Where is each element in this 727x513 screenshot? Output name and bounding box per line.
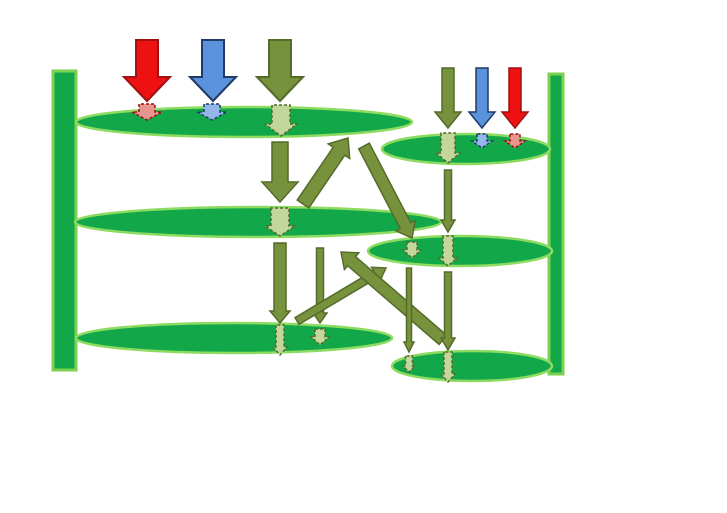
canopy-layers: [73, 105, 554, 383]
dashed-absorption-arrow: [437, 235, 459, 268]
green-input-arrow: [254, 39, 306, 103]
red-absorption-arrow: [131, 103, 163, 121]
green-absorption-arrow: [433, 132, 463, 164]
left-layer-bottom: [74, 321, 394, 355]
left-trunk: [51, 69, 78, 372]
down-transfer-arrow: [402, 267, 416, 354]
up-left-transfer-arrow: [340, 251, 448, 346]
right-layer-middle: [366, 234, 554, 268]
dashed-absorption-arrow: [262, 207, 298, 237]
dashed-absorption-arrow: [401, 241, 423, 260]
dashed-absorption-arrow: [271, 324, 289, 357]
down-transfer-arrow: [260, 141, 300, 204]
green-input-arrow: [433, 67, 463, 130]
red-input-arrow: [500, 67, 530, 130]
green-absorption-arrow: [262, 104, 300, 137]
trunks: [51, 69, 565, 376]
down-transfer-arrow: [439, 169, 457, 234]
blue-absorption-arrow: [196, 103, 228, 121]
red-absorption-arrow: [502, 133, 528, 149]
dashed-absorption-arrow: [439, 351, 457, 384]
up-right-transfer-arrow: [296, 137, 351, 209]
left-layer-top: [74, 105, 414, 139]
blue-input-arrow: [187, 39, 239, 103]
dashed-absorption-arrow: [401, 355, 417, 374]
dashed-absorption-arrow: [309, 328, 331, 347]
blue-input-arrow: [467, 67, 497, 130]
right-layer-bottom: [390, 349, 554, 383]
right-trunk: [547, 72, 565, 376]
down-right-transfer-arrow: [357, 142, 417, 240]
down-transfer-arrow: [439, 271, 457, 352]
left-layer-middle: [73, 205, 443, 239]
red-input-arrow: [121, 39, 173, 103]
flow-arrows: [121, 39, 530, 384]
right-layer-top: [380, 132, 552, 166]
down-transfer-arrow: [268, 242, 292, 325]
blue-absorption-arrow: [469, 133, 495, 149]
